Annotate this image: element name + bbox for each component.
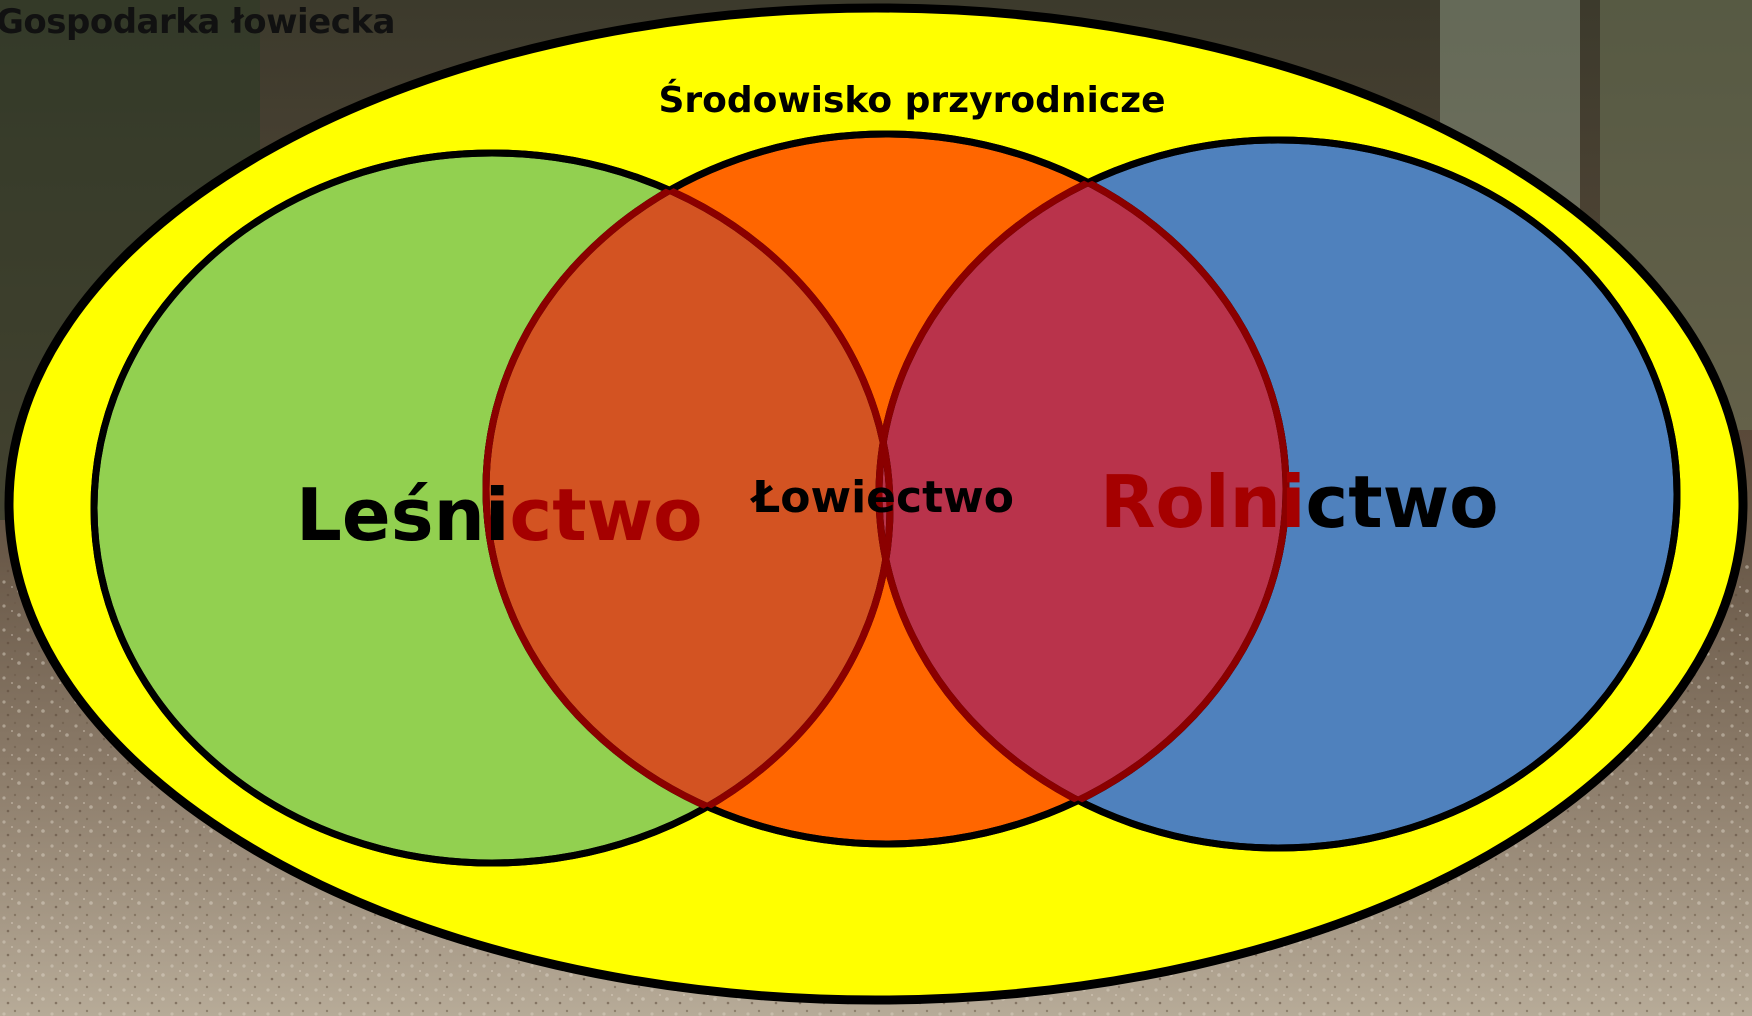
forestry-label-part-a: Leśni <box>296 473 510 557</box>
forestry-hunting-overlap <box>486 153 890 844</box>
hunting-agriculture-overlap <box>879 140 1286 844</box>
agriculture-label-part-a: Rolni <box>1100 460 1306 544</box>
hunting-label: Łowiectwo <box>750 472 1014 523</box>
forestry-label: Leśnictwo <box>296 473 703 557</box>
agriculture-label: Rolnictwo <box>1100 460 1499 544</box>
agriculture-label-part-b: ctwo <box>1306 460 1499 544</box>
slide-title: Gospodarka łowiecka <box>0 2 395 42</box>
overlap-outlines <box>90 130 1681 867</box>
forestry-label-part-b: ctwo <box>510 473 703 557</box>
environment-label: Środowisko przyrodnicze <box>658 79 1165 121</box>
